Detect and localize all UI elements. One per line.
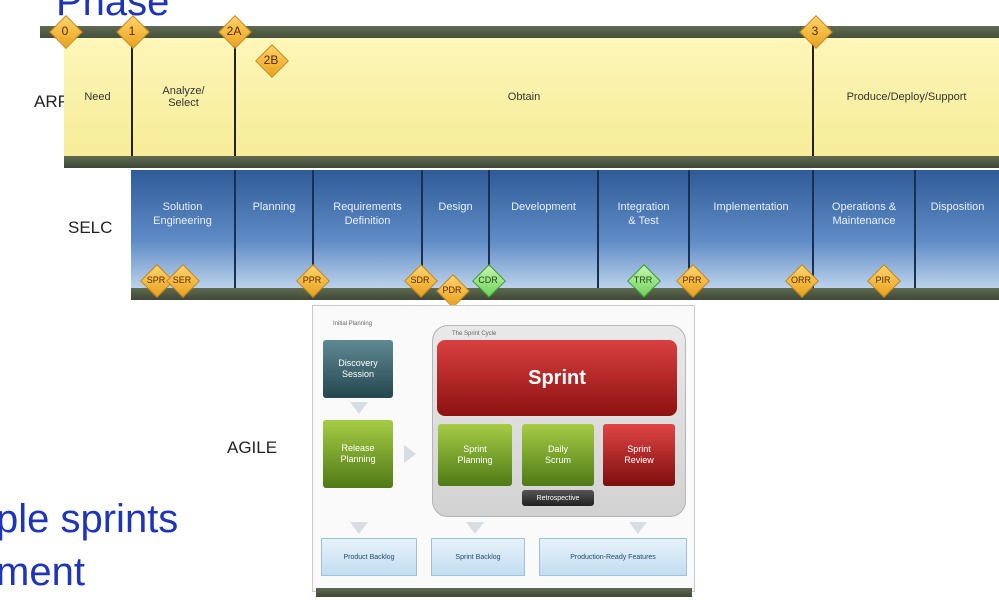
arp-band bbox=[64, 38, 999, 156]
review-diamond-green: CDR bbox=[472, 264, 506, 298]
product-backlog-box: Product Backlog bbox=[321, 538, 417, 576]
selc-phase-planning: Planning bbox=[252, 201, 296, 213]
arrow-down-icon bbox=[350, 402, 368, 414]
arp-divider bbox=[812, 38, 814, 156]
review-diamond: SPR bbox=[140, 264, 174, 298]
row-label-agile: AGILE bbox=[227, 438, 278, 457]
selc-band bbox=[131, 170, 999, 288]
release-planning-box: Release Planning bbox=[323, 420, 393, 488]
slide-bullet-line-1: ple sprints bbox=[0, 497, 179, 541]
review-diamond: SER bbox=[166, 264, 200, 298]
milestone-diamond: 1 bbox=[116, 15, 150, 49]
selc-phase-requirements-definition: Requirements Definition bbox=[333, 201, 402, 227]
review-diamond: PRR bbox=[676, 264, 710, 298]
review-diamond: SDR bbox=[404, 264, 438, 298]
selc-divider bbox=[312, 170, 314, 288]
selc-phase-solution-engineering: Solution Engineering bbox=[153, 201, 212, 227]
selc-divider bbox=[488, 170, 490, 288]
selc-phase-design: Design bbox=[438, 201, 473, 213]
sprint-backlog-box: Sprint Backlog bbox=[431, 538, 525, 576]
arp-phase-produce-deploy-support: Produce/Deploy/Support bbox=[846, 91, 967, 103]
milestone-diamond: 2A bbox=[218, 15, 252, 49]
discovery-session-box: Discovery Session bbox=[323, 340, 393, 398]
initial-planning-label: Initial Planning bbox=[333, 321, 373, 327]
arrow-down-icon bbox=[629, 522, 647, 534]
review-diamond: ORR bbox=[785, 264, 819, 298]
slide-bullet-line-2: ment bbox=[0, 550, 85, 594]
selc-divider bbox=[234, 170, 236, 288]
selc-divider bbox=[597, 170, 599, 288]
sprint-planning-box: Sprint Planning bbox=[438, 424, 512, 486]
arp-divider bbox=[234, 38, 236, 156]
arp-phase-need: Need bbox=[84, 91, 111, 103]
production-ready-features-box: Production-Ready Features bbox=[539, 538, 687, 576]
review-diamond-green: TRR bbox=[627, 264, 661, 298]
arp-phase-analyze-select: Analyze/ Select bbox=[162, 85, 205, 109]
selc-divider bbox=[421, 170, 423, 288]
row-label-arp: ARP bbox=[34, 92, 69, 111]
sprint-review-box: Sprint Review bbox=[603, 424, 675, 486]
selc-phase-disposition: Disposition bbox=[930, 201, 985, 213]
selc-phase-operations-maintenance: Operations & Maintenance bbox=[831, 201, 897, 227]
selc-divider bbox=[688, 170, 690, 288]
arrow-down-icon bbox=[466, 522, 484, 534]
selc-divider bbox=[914, 170, 916, 288]
arrow-right-icon bbox=[404, 445, 416, 463]
selc-phase-implementation: Implementation bbox=[713, 201, 789, 213]
arp-bottom-rail bbox=[64, 156, 999, 168]
arp-phase-obtain: Obtain bbox=[507, 91, 541, 103]
selc-divider bbox=[812, 170, 814, 288]
review-diamond: PDR bbox=[436, 274, 470, 308]
sprint-cycle-label: The Sprint Cycle bbox=[452, 331, 497, 337]
selc-bottom-rail bbox=[131, 288, 999, 300]
arp-top-rail bbox=[40, 26, 999, 38]
milestone-diamond: 2B bbox=[255, 44, 289, 78]
arrow-down-icon bbox=[350, 522, 368, 534]
review-diamond: PIR bbox=[867, 264, 901, 298]
selc-phase-integration-test: Integration & Test bbox=[617, 201, 670, 227]
sprint-box: Sprint bbox=[437, 340, 677, 416]
daily-scrum-box: Daily Scrum bbox=[522, 424, 594, 486]
slide-title-fragment: Phase bbox=[56, 0, 170, 24]
review-diamond: PPR bbox=[296, 264, 330, 298]
selc-phase-development: Development bbox=[511, 201, 576, 213]
row-label-selc: SELC bbox=[68, 218, 113, 237]
retrospective-box: Retrospective bbox=[522, 490, 594, 506]
milestone-diamond: 3 bbox=[799, 15, 833, 49]
arp-divider bbox=[131, 38, 133, 156]
agile-bottom-rail bbox=[316, 588, 692, 597]
milestone-diamond: 0 bbox=[49, 15, 83, 49]
